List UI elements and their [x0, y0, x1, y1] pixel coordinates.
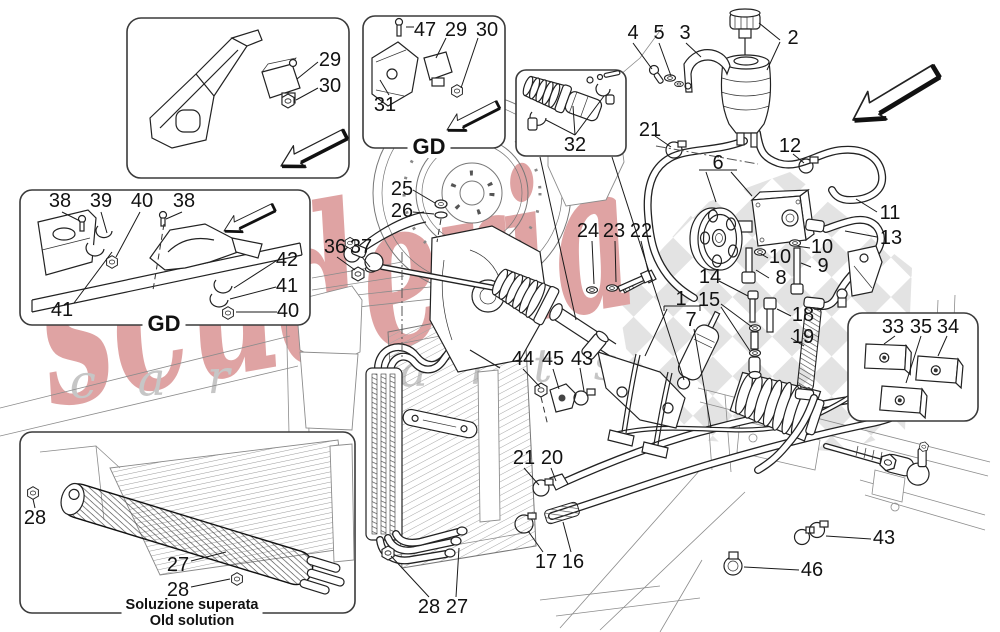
- reservoir-drawing: [648, 8, 772, 148]
- callout-17: 17: [534, 551, 558, 573]
- inset-rack-clamps: [515, 69, 627, 157]
- callout-2: 2: [787, 27, 799, 49]
- callout-23: 23: [602, 220, 626, 242]
- callout-28: 28: [166, 579, 190, 601]
- callout-30: 30: [475, 19, 499, 41]
- reservoir-hoses-drawing: [643, 129, 887, 302]
- callout-13: 13: [879, 227, 903, 249]
- inset-bracket-gd: [362, 15, 506, 149]
- direction-arrow-icon: [844, 56, 944, 135]
- callout-47: 47: [413, 19, 437, 41]
- callout-38: 38: [172, 190, 196, 212]
- callout-11: 11: [879, 202, 901, 224]
- callout-29: 29: [318, 49, 342, 71]
- callout-20: 20: [540, 447, 564, 469]
- callout-24: 24: [576, 220, 600, 242]
- inset-chassis-clamps-gd: [19, 189, 311, 326]
- callout-10: 10: [810, 236, 834, 258]
- callout-25: 25: [390, 178, 414, 200]
- callout-22: 22: [629, 220, 653, 242]
- callout-40: 40: [130, 190, 154, 212]
- old-solution-caption-it: Soluzione superata: [121, 597, 263, 614]
- callout-41: 41: [50, 299, 74, 321]
- callout-3: 3: [679, 22, 691, 44]
- old-solution-caption-en: Old solution: [145, 613, 239, 630]
- callout-14: 14: [698, 266, 722, 288]
- gd-label-2: GD: [142, 313, 186, 335]
- callout-4: 4: [627, 22, 639, 44]
- callout-42: 42: [275, 249, 299, 271]
- callout-43: 43: [570, 348, 594, 370]
- callout-28: 28: [23, 507, 47, 529]
- callout-41: 41: [275, 275, 299, 297]
- callout-6: 6: [712, 152, 724, 174]
- callout-35: 35: [909, 316, 933, 338]
- steering-rack-drawing: [344, 236, 930, 486]
- callout-5: 5: [653, 22, 665, 44]
- gd-label-1: GD: [407, 136, 451, 158]
- callout-27: 27: [445, 596, 469, 618]
- callout-16: 16: [561, 551, 585, 573]
- callout-28: 28: [417, 596, 441, 618]
- callout-18: 18: [791, 304, 815, 326]
- callout-45: 45: [541, 348, 565, 370]
- inset-old-solution: [19, 431, 356, 614]
- callout-33: 33: [881, 316, 905, 338]
- callout-27: 27: [166, 554, 190, 576]
- callout-21: 21: [638, 119, 662, 141]
- pressure-hose-drawing: [754, 215, 885, 474]
- callout-46: 46: [800, 559, 824, 581]
- callout-43: 43: [872, 527, 896, 549]
- callout-38: 38: [48, 190, 72, 212]
- callout-26: 26: [390, 200, 414, 222]
- callout-40: 40: [276, 300, 300, 322]
- callout-8: 8: [775, 267, 787, 289]
- small-fasteners-drawing: [434, 199, 829, 576]
- callout-21: 21: [512, 447, 536, 469]
- callout-12: 12: [778, 135, 802, 157]
- leader-lines: [336, 22, 939, 598]
- callout-39: 39: [89, 190, 113, 212]
- callout-37: 37: [349, 236, 373, 258]
- inset-bracket-topleft: [126, 17, 353, 179]
- callout-10: 10: [768, 246, 792, 268]
- callout-34: 34: [936, 316, 960, 338]
- callout-19: 19: [791, 326, 815, 348]
- callout-36: 36: [323, 236, 347, 258]
- callout-44: 44: [511, 348, 535, 370]
- callout-29: 29: [444, 19, 468, 41]
- callout-15: 15: [697, 289, 721, 311]
- callout-7: 7: [685, 309, 697, 331]
- callout-31: 31: [373, 94, 397, 116]
- callout-32: 32: [563, 134, 587, 156]
- callout-30: 30: [318, 75, 342, 97]
- power-steering-pump-drawing: [621, 188, 825, 380]
- callout-9: 9: [817, 255, 829, 277]
- callout-1: 1: [675, 288, 687, 310]
- hub-knuckle-drawing: [429, 225, 549, 373]
- inset-clips: [847, 312, 979, 422]
